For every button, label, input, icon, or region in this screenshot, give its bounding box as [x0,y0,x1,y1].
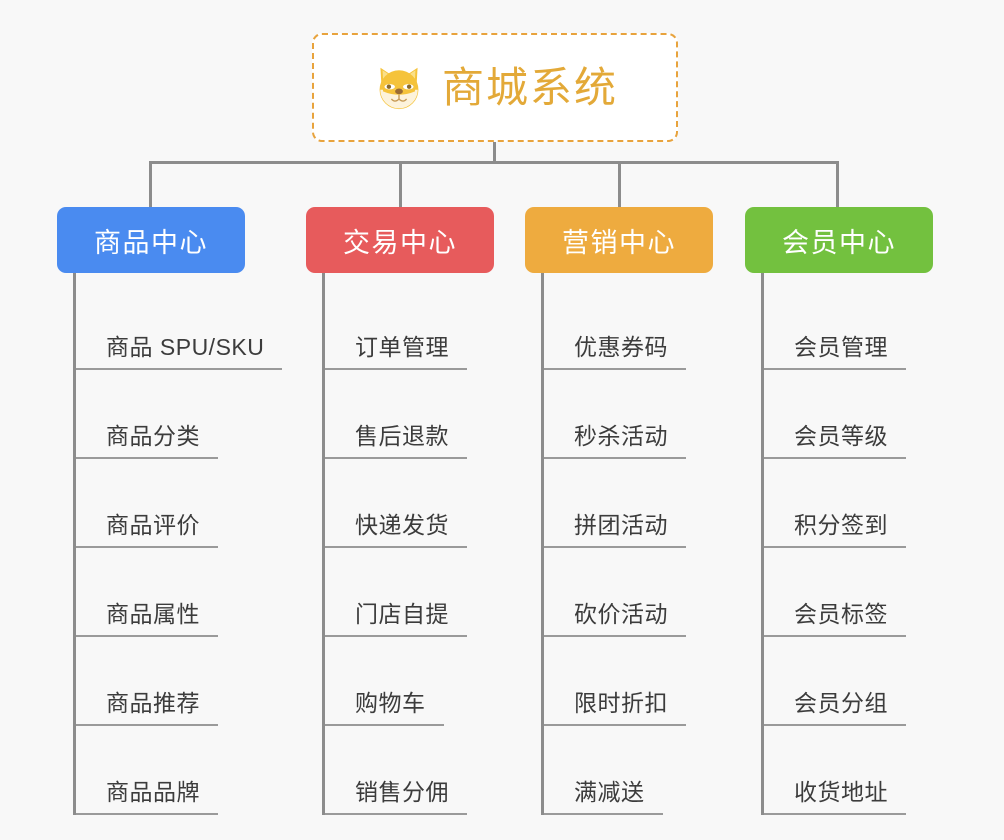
category-header-label: 会员中心 [782,227,896,258]
leaf-item[interactable]: 拼团活动 [544,459,755,548]
root-node-mall-system[interactable]: 商城系统 [312,33,678,142]
leaf-item[interactable]: 会员分组 [764,637,975,726]
leaf-item[interactable]: 商品属性 [76,548,287,637]
connector-drop-col-3 [836,161,839,207]
leaf-item-label: 快递发货 [325,506,467,548]
leaf-item[interactable]: 秒杀活动 [544,370,755,459]
leaf-item[interactable]: 订单管理 [325,281,536,370]
leaf-list: 订单管理 售后退款 快递发货 门店自提 购物车 销售分佣 [322,273,536,815]
leaf-item-label: 会员标签 [764,595,906,637]
leaf-item[interactable]: 售后退款 [325,370,536,459]
leaf-item-label: 秒杀活动 [544,417,686,459]
leaf-item-label: 销售分佣 [325,773,467,815]
leaf-item[interactable]: 购物车 [325,637,536,726]
category-header-product-center[interactable]: 商品中心 [57,207,245,273]
connector-drop-col-1 [399,161,402,207]
leaf-item-label: 商品属性 [76,595,218,637]
branch-column-trade-center: 交易中心 订单管理 售后退款 快递发货 门店自提 购物车 销售分佣 [306,207,536,815]
leaf-item[interactable]: 满减送 [544,726,755,815]
category-header-label: 商品中心 [94,227,208,258]
leaf-item-label: 优惠券码 [544,328,686,370]
leaf-item-label: 会员分组 [764,684,906,726]
connector-root-stem [493,142,496,164]
leaf-item-label: 商品推荐 [76,684,218,726]
leaf-item[interactable]: 会员等级 [764,370,975,459]
leaf-list: 优惠券码 秒杀活动 拼团活动 砍价活动 限时折扣 满减送 [541,273,755,815]
category-header-label: 交易中心 [343,227,457,258]
leaf-item-label: 订单管理 [325,328,467,370]
category-header-label: 营销中心 [562,227,676,258]
leaf-item[interactable]: 会员管理 [764,281,975,370]
leaf-item-label: 砍价活动 [544,595,686,637]
leaf-item-label: 商品 SPU/SKU [76,328,283,370]
leaf-item[interactable]: 商品品牌 [76,726,287,815]
leaf-item[interactable]: 限时折扣 [544,637,755,726]
leaf-item[interactable]: 商品评价 [76,459,287,548]
leaf-list: 商品 SPU/SKU 商品分类 商品评价 商品属性 商品推荐 商品品牌 [73,273,287,815]
category-header-marketing-center[interactable]: 营销中心 [525,207,713,273]
leaf-item-label: 商品分类 [76,417,218,459]
leaf-item-label: 购物车 [325,684,444,726]
leaf-item-label: 积分签到 [764,506,906,548]
leaf-item[interactable]: 商品分类 [76,370,287,459]
root-title: 商城系统 [441,63,618,111]
shiba-dog-face-icon [379,67,419,109]
leaf-item-label: 商品评价 [76,506,218,548]
leaf-item[interactable]: 收货地址 [764,726,975,815]
leaf-item[interactable]: 优惠券码 [544,281,755,370]
leaf-item[interactable]: 会员标签 [764,548,975,637]
leaf-item[interactable]: 快递发货 [325,459,536,548]
branch-column-product-center: 商品中心 商品 SPU/SKU 商品分类 商品评价 商品属性 商品推荐 商品品牌 [57,207,287,815]
leaf-item-label: 满减送 [544,773,663,815]
leaf-list: 会员管理 会员等级 积分签到 会员标签 会员分组 收货地址 [761,273,975,815]
connector-drop-col-0 [149,161,152,207]
leaf-item[interactable]: 门店自提 [325,548,536,637]
leaf-item-label: 拼团活动 [544,506,686,548]
leaf-item-label: 限时折扣 [544,684,686,726]
branch-column-marketing-center: 营销中心 优惠券码 秒杀活动 拼团活动 砍价活动 限时折扣 满减送 [525,207,755,815]
leaf-item-label: 门店自提 [325,595,467,637]
leaf-item-label: 收货地址 [764,773,906,815]
leaf-item[interactable]: 砍价活动 [544,548,755,637]
category-header-member-center[interactable]: 会员中心 [745,207,933,273]
leaf-item-label: 会员等级 [764,417,906,459]
connector-horizontal-bus [149,161,839,164]
connector-drop-col-2 [618,161,621,207]
leaf-item[interactable]: 商品推荐 [76,637,287,726]
category-header-trade-center[interactable]: 交易中心 [306,207,494,273]
branch-column-member-center: 会员中心 会员管理 会员等级 积分签到 会员标签 会员分组 收货地址 [745,207,975,815]
leaf-item[interactable]: 商品 SPU/SKU [76,281,287,370]
leaf-item-label: 商品品牌 [76,773,218,815]
leaf-item[interactable]: 销售分佣 [325,726,536,815]
leaf-item-label: 会员管理 [764,328,906,370]
leaf-item[interactable]: 积分签到 [764,459,975,548]
leaf-item-label: 售后退款 [325,417,467,459]
